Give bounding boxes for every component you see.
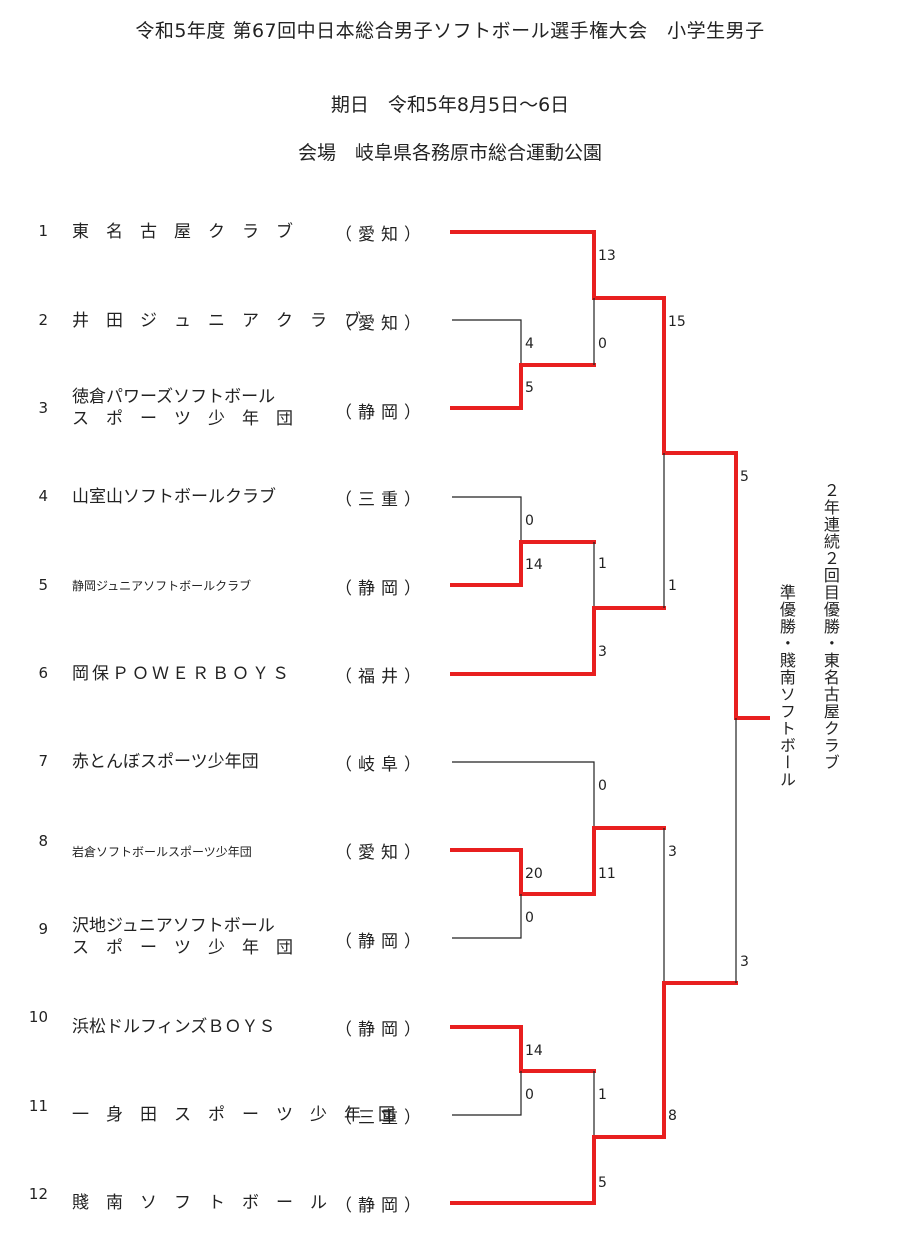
bracket-line-winner <box>450 1025 596 1073</box>
score: 0 <box>525 513 534 529</box>
runner-up-result: 準優勝・賤南ソフトボール <box>776 584 796 788</box>
team-name: 東 名 古 屋 ク ラ ブ <box>72 222 293 242</box>
team-name-line1: 徳倉パワーズソフトボール <box>72 387 276 407</box>
team-name: 沢地ジュニアソフトボール ス ポ ー ツ 少 年 団 <box>72 915 327 959</box>
score: 3 <box>668 844 677 860</box>
team-number: 12 <box>28 1185 48 1203</box>
score: 4 <box>525 336 534 352</box>
team-prefecture: （愛知） <box>335 225 427 245</box>
score: 15 <box>668 314 686 330</box>
score: 13 <box>598 248 616 264</box>
team-prefecture: （静岡） <box>335 1196 427 1216</box>
bracket-line-winner <box>450 606 666 676</box>
score: 14 <box>525 557 543 573</box>
bracket-line-loser <box>452 761 595 828</box>
team-prefecture: （静岡） <box>335 403 427 423</box>
team-number: 3 <box>38 399 48 417</box>
team-number: 4 <box>38 487 48 505</box>
team-name: 徳倉パワーズソフトボール ス ポ ー ツ 少 年 団 <box>72 386 327 430</box>
team-name: 井 田 ジ ュ ニ ア ク ラ ブ <box>72 311 361 331</box>
event-venue: 会場 岐阜県各務原市総合運動公園 <box>297 142 602 164</box>
team-number: 8 <box>38 832 48 850</box>
bracket-line-winner <box>450 540 596 587</box>
bracket-line-loser <box>452 894 522 939</box>
team-prefecture: （静岡） <box>335 932 427 952</box>
score: 1 <box>598 1087 607 1103</box>
score: 1 <box>598 556 607 572</box>
team-name: 浜松ドルフィンズＢＯＹＳ <box>72 1017 276 1037</box>
team-name: 賤 南 ソ フ ト ボ ー ル <box>72 1193 327 1213</box>
team-number: 7 <box>38 752 48 770</box>
team-name: 山室山ソフトボールクラブ <box>72 487 276 507</box>
team-prefecture: （静岡） <box>335 1020 427 1040</box>
event-date: 期日 令和5年8月5日～6日 <box>330 94 570 116</box>
team-name-line1: 沢地ジュニアソフトボール <box>72 916 275 936</box>
bracket-line-winner <box>450 230 666 300</box>
team-number: 10 <box>28 1008 48 1026</box>
score: 3 <box>740 954 749 970</box>
team-prefecture: （福井） <box>335 667 427 687</box>
team-name: 一 身 田 ス ポ ー ツ 少 年 団 <box>72 1105 395 1125</box>
team-name: 岡保ＰＯＷＥＲＢＯＹＳ <box>72 664 292 684</box>
team-name: 赤とんぼスポーツ少年団 <box>72 752 259 772</box>
tournament-title: 令和5年度 第67回中日本総合男子ソフトボール選手権大会 小学生男子 <box>135 20 765 42</box>
bracket-line-winner <box>450 848 596 896</box>
bracket-line-winner <box>734 451 770 720</box>
score: 0 <box>598 778 607 794</box>
score: 14 <box>525 1043 543 1059</box>
team-number: 5 <box>38 576 48 594</box>
score: 5 <box>525 380 534 396</box>
score: 11 <box>598 866 616 882</box>
team-prefecture: （三重） <box>335 1108 427 1128</box>
team-number: 2 <box>38 311 48 329</box>
score: 3 <box>598 644 607 660</box>
bracket-line-loser <box>452 319 522 365</box>
team-prefecture: （愛知） <box>335 843 427 863</box>
team-prefecture: （三重） <box>335 490 427 510</box>
bracket-line-loser <box>452 496 522 542</box>
score: 20 <box>525 866 543 882</box>
team-number: 9 <box>38 920 48 938</box>
bracket-line-winner <box>662 981 738 1139</box>
score: 0 <box>598 336 607 352</box>
bracket-line-winner <box>592 826 666 896</box>
score: 0 <box>525 910 534 926</box>
bracket-line-loser <box>452 1071 522 1116</box>
team-prefecture: （愛知） <box>335 314 427 334</box>
bracket-line-winner <box>450 1135 666 1205</box>
score: 8 <box>668 1108 677 1124</box>
team-name-line2: ス ポ ー ツ 少 年 団 <box>72 938 293 958</box>
score: 1 <box>668 578 677 594</box>
team-name-line2: ス ポ ー ツ 少 年 団 <box>72 409 293 429</box>
champion-result: ２年連続２回目優勝・東名古屋クラブ <box>820 482 840 771</box>
team-name: 静岡ジュニアソフトボールクラブ <box>72 579 252 593</box>
team-prefecture: （岐阜） <box>335 755 427 775</box>
team-number: 11 <box>28 1097 48 1115</box>
score: 5 <box>740 469 749 485</box>
bracket-line-winner <box>450 363 596 410</box>
score: 0 <box>525 1087 534 1103</box>
score: 5 <box>598 1175 607 1191</box>
team-number: 1 <box>38 222 48 240</box>
team-prefecture: （静岡） <box>335 579 427 599</box>
team-name: 岩倉ソフトボールスポーツ少年団 <box>72 845 252 859</box>
team-number: 6 <box>38 664 48 682</box>
